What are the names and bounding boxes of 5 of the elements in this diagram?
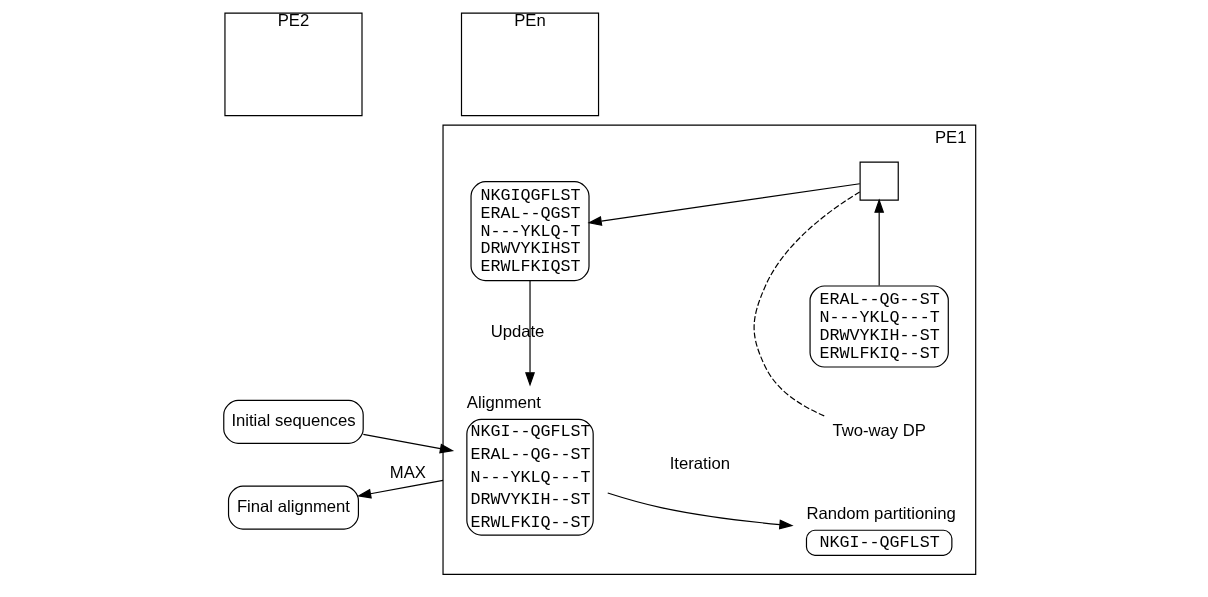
node-text: Two-way DP <box>831 420 926 440</box>
node-label: Random partitioning <box>805 503 956 523</box>
node-label: Alignment <box>466 392 541 412</box>
edge-label: MAX <box>389 463 426 483</box>
label: Iteration <box>669 454 730 474</box>
